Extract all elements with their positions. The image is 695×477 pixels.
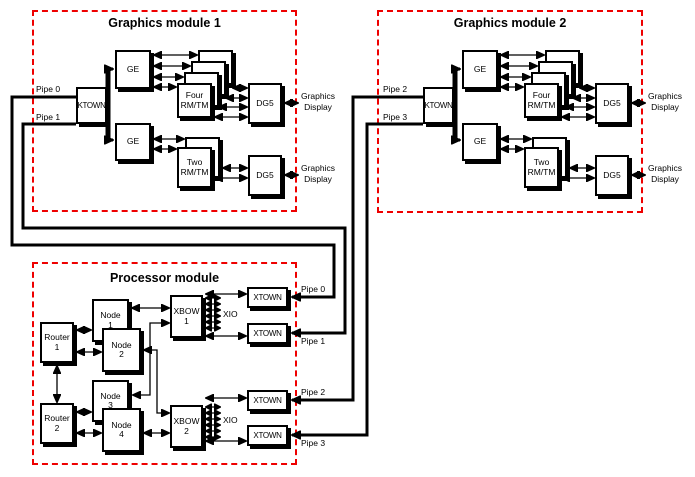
gm1-arrows (154, 55, 298, 178)
graphics-module-1-title: Graphics module 1 (108, 16, 221, 30)
gm2-dg5-bottom-box: DG5 (595, 155, 629, 196)
gm1-ktown-box: KTOWN (76, 87, 107, 124)
pipe1-route (21, 122, 347, 333)
graphics-module-2-title: Graphics module 2 (453, 16, 567, 30)
gm1-four-rmtm-box: Four RM/TM (177, 83, 212, 118)
graphics-module-1-frame (32, 10, 297, 212)
gm1-display-bottom-label: Graphics Display (300, 163, 335, 184)
xio-bottom-label: XIO (223, 415, 238, 425)
gm2-display-bottom-label: Graphics Display (647, 163, 682, 184)
processor-arrows (57, 294, 246, 441)
node4-box: Node 4 (102, 408, 141, 452)
xio-top-label: XIO (223, 309, 238, 319)
gm2-pipe2-label: Pipe 2 (383, 84, 408, 94)
pipe3-route (292, 122, 423, 435)
proc-pipe1-label: Pipe 1 (301, 336, 326, 346)
pipe0-route (10, 95, 336, 297)
gm1-dg5-bottom-box: DG5 (248, 155, 282, 196)
xtown2-box: XTOWN (247, 323, 288, 344)
gm2-ge-top-box: GE (462, 50, 498, 89)
gm1-display-top-label: Graphics Display (300, 91, 335, 112)
proc-pipe2-label: Pipe 2 (301, 387, 326, 397)
gm1-ge-top-box: GE (115, 50, 151, 89)
proc-pipe3-label: Pipe 3 (301, 438, 326, 448)
node2-box: Node 2 (102, 328, 141, 372)
router2-box: Router 2 (40, 403, 74, 444)
pipe2-route (292, 95, 423, 400)
gm2-ktown-box: KTOWN (423, 87, 454, 124)
gm2-display-top-label: Graphics Display (647, 91, 682, 112)
node2-xbow2-link (144, 350, 169, 413)
gm2-dg5-top-box: DG5 (595, 83, 629, 124)
proc-pipe0-label: Pipe 0 (301, 284, 326, 294)
xtown4-box: XTOWN (247, 425, 288, 446)
ktown-forks (104, 67, 460, 141)
gm1-two-rmtm-box: Two RM/TM (177, 147, 212, 188)
graphics-module-2-frame (377, 10, 643, 213)
gm1-pipe0-label: Pipe 0 (36, 84, 61, 94)
processor-module-title: Processor module (109, 271, 220, 285)
xbow2-box: XBOW 2 (170, 405, 203, 448)
gm2-four-rmtm-box: Four RM/TM (524, 83, 559, 118)
gm1-ge-bottom-box: GE (115, 123, 151, 161)
processor-module-frame (32, 262, 297, 465)
gm1-dg5-top-box: DG5 (248, 83, 282, 124)
pipe-routes (10, 95, 423, 435)
xtown3-box: XTOWN (247, 390, 288, 411)
xbow1-box: XBOW 1 (170, 295, 203, 338)
router1-box: Router 1 (40, 322, 74, 363)
xtown1-box: XTOWN (247, 287, 288, 308)
gm2-ge-bottom-box: GE (462, 123, 498, 161)
gm2-pipe3-label: Pipe 3 (383, 112, 408, 122)
xio-fans (206, 298, 220, 437)
gm2-arrows (501, 55, 645, 178)
gm1-pipe1-label: Pipe 1 (36, 112, 61, 122)
gm2-two-rmtm-box: Two RM/TM (524, 147, 559, 188)
